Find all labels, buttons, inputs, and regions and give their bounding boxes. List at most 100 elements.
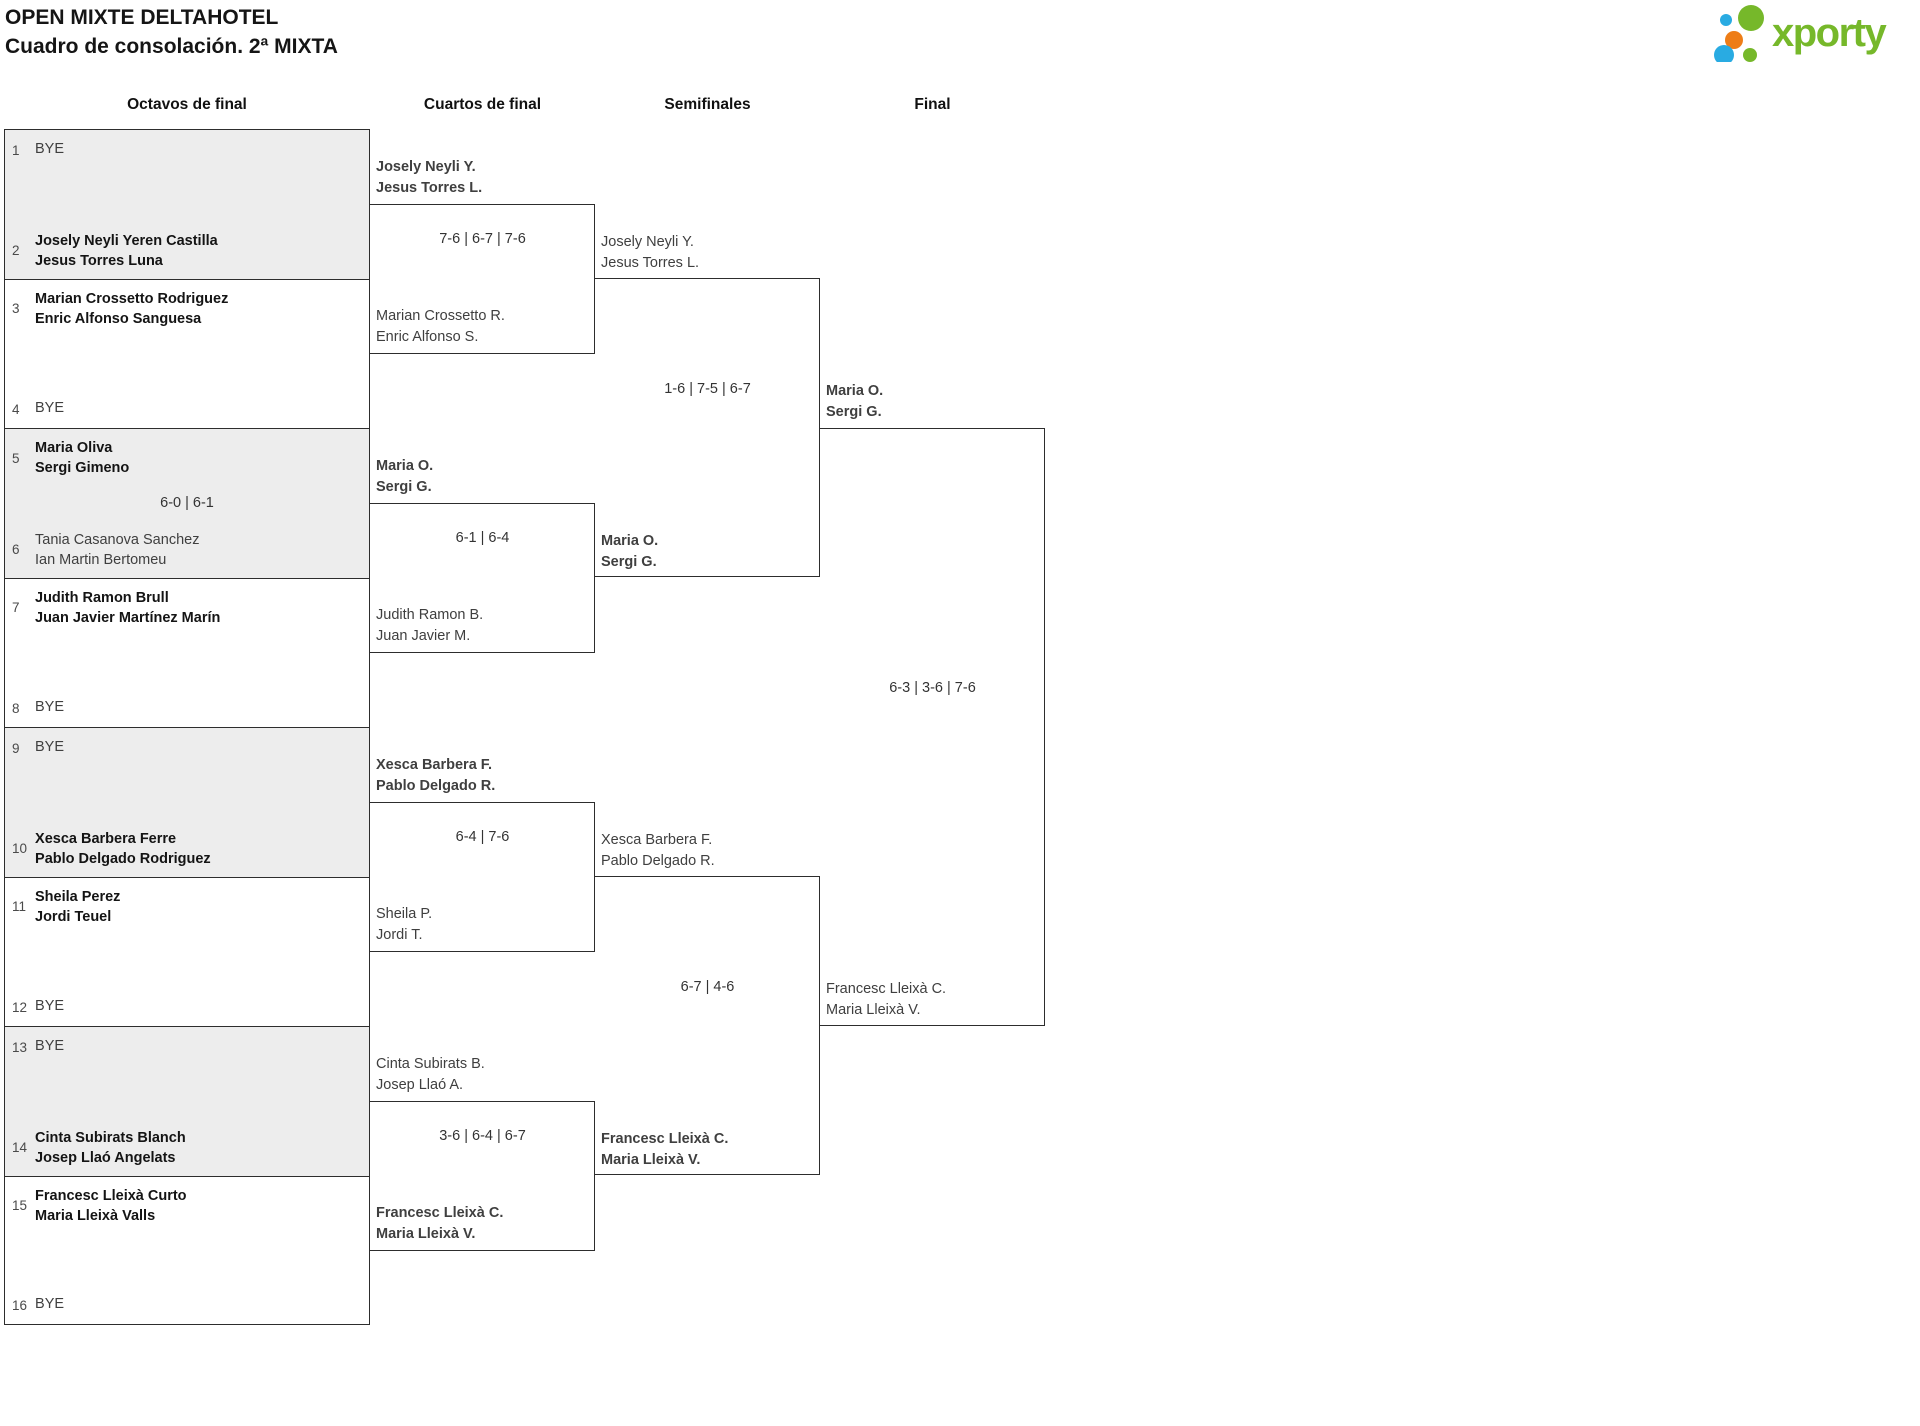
team-name-line: Maria Lleixà V. — [601, 1152, 701, 1168]
r16-match-box-7: 13 BYE 14 Cinta Subirats Blanch Josep Ll… — [4, 1026, 370, 1176]
team-name-line: Xesca Barbera Ferre — [35, 830, 177, 847]
team-names: Francesc Lleixà Curto Maria Lleixà Valls — [35, 1186, 187, 1226]
qf2-bottom-team: Judith Ramon B. Juan Javier M. — [376, 605, 483, 647]
qf2-top-team: Maria O. Sergi G. — [376, 456, 433, 498]
sf2-top-team: Xesca Barbera F. Pablo Delgado R. — [601, 830, 715, 872]
team-name-line: Pablo Delgado R. — [601, 853, 715, 869]
team-names: Sheila Perez Jordi Teuel — [35, 887, 120, 927]
team-name-line: BYE — [35, 998, 65, 1014]
bracket-slot-5: 5 Maria Oliva Sergi Gimeno — [12, 438, 363, 478]
team-names: BYE — [35, 1294, 64, 1316]
team-names: BYE — [35, 1036, 64, 1058]
qf1-score: 7-6 | 6-7 | 7-6 — [439, 231, 526, 247]
team-name-line: Jordi Teuel — [35, 908, 112, 925]
round-header-cuartos: Cuartos de final — [423, 96, 542, 113]
team-names: BYE — [35, 996, 64, 1018]
team-names: Xesca Barbera Ferre Pablo Delgado Rodrig… — [35, 829, 211, 869]
slot-number: 7 — [12, 600, 20, 615]
team-name-line — [35, 757, 64, 759]
team-names: BYE — [35, 737, 64, 759]
bracket-slot-8: 8 BYE — [12, 697, 363, 719]
bracket-slot-15: 15 Francesc Lleixà Curto Maria Lleixà Va… — [12, 1186, 363, 1226]
sf2-score: 6-7 | 4-6 — [680, 979, 735, 995]
team-name-line: Cinta Subirats Blanch — [35, 1129, 186, 1146]
qf-connector-4 — [370, 1101, 595, 1251]
team-names: Cinta Subirats Blanch Josep Llaó Angelat… — [35, 1128, 186, 1168]
bracket-slot-16: 16 BYE — [12, 1294, 363, 1316]
team-name-line: Pablo Delgado R. — [376, 778, 496, 794]
r16-match-box-3: 5 Maria Oliva Sergi Gimeno 6-0 | 6-1 6 T… — [4, 428, 370, 578]
r16-match-box-8: 15 Francesc Lleixà Curto Maria Lleixà Va… — [4, 1175, 370, 1325]
qf4-bottom-team: Francesc Lleixà C. Maria Lleixà V. — [376, 1203, 503, 1245]
team-name-line — [35, 1314, 64, 1316]
slot-number: 12 — [12, 999, 28, 1015]
qf-connector-1 — [370, 204, 595, 354]
qf-connector-2 — [370, 503, 595, 653]
team-name-line: Jesus Torres L. — [601, 255, 700, 271]
round-header-octavos: Octavos de final — [127, 96, 247, 113]
team-name-line: Juan Javier M. — [376, 628, 471, 644]
team-name-line: Judith Ramon B. — [376, 607, 484, 623]
logo-text: xporty — [1772, 11, 1887, 55]
team-names: Tania Casanova Sanchez Ian Martin Bertom… — [35, 530, 199, 570]
team-name-line: Sheila Perez — [35, 888, 121, 905]
slot-number: 11 — [12, 899, 27, 914]
final-top-team: Maria O. Sergi G. — [826, 381, 883, 423]
team-name-line: Josely Neyli Y. — [601, 234, 694, 250]
xporty-logo[interactable]: xporty — [1712, 4, 1887, 62]
bracket-slot-1: 1 BYE — [12, 139, 363, 161]
team-name-line: Xesca Barbera F. — [376, 757, 493, 773]
sf-connector-2 — [595, 876, 820, 1175]
r16-column: 1 BYE 2 Josely Neyli Yeren Castilla Jesu… — [4, 129, 370, 1325]
team-name-line: Cinta Subirats B. — [376, 1056, 485, 1072]
team-name-line: Jordi T. — [376, 927, 423, 943]
team-name-line: Juan Javier Martínez Marín — [35, 609, 221, 626]
team-names: Josely Neyli Yeren Castilla Jesus Torres… — [35, 231, 218, 271]
slot-number: 13 — [12, 1039, 28, 1055]
qf-connector-3 — [370, 802, 595, 952]
sf-connector-1 — [595, 278, 820, 577]
team-name-line: Pablo Delgado Rodriguez — [35, 850, 211, 867]
bracket-slot-9: 9 BYE — [12, 737, 363, 759]
slot-number: 15 — [12, 1198, 28, 1213]
r16-match-box-4: 7 Judith Ramon Brull Juan Javier Martíne… — [4, 577, 370, 727]
qf2-score: 6-1 | 6-4 — [455, 530, 510, 546]
bracket-slot-14: 14 Cinta Subirats Blanch Josep Llaó Ange… — [12, 1128, 363, 1168]
qf3-score: 6-4 | 7-6 — [455, 829, 510, 845]
team-name-line: BYE — [35, 1038, 65, 1054]
team-name-line: Ian Martin Bertomeu — [35, 551, 167, 568]
match-score: 6-0 | 6-1 — [160, 495, 214, 512]
team-names: BYE — [35, 697, 64, 719]
team-name-line: Sergi Gimeno — [35, 460, 130, 476]
team-name-line: Sergi G. — [601, 554, 657, 570]
team-name-line: BYE — [35, 1296, 65, 1312]
qf4-top-team: Cinta Subirats B. Josep Llaó A. — [376, 1054, 485, 1096]
team-name-line: Maria O. — [826, 383, 884, 399]
team-name-line: Maria O. — [376, 458, 434, 474]
qf3-top-team: Xesca Barbera F. Pablo Delgado R. — [376, 755, 495, 797]
team-name-line: Tania Casanova Sanchez — [35, 531, 200, 548]
bracket-slot-10: 10 Xesca Barbera Ferre Pablo Delgado Rod… — [12, 829, 363, 869]
team-name-line: Maria Lleixà Valls — [35, 1207, 156, 1224]
slot-number: 14 — [12, 1140, 28, 1155]
qf3-bottom-team: Sheila P. Jordi T. — [376, 904, 432, 946]
r16-match-box-6: 11 Sheila Perez Jordi Teuel 12 BYE — [4, 876, 370, 1026]
slot-number: 10 — [12, 841, 28, 856]
r16-match-box-1: 1 BYE 2 Josely Neyli Yeren Castilla Jesu… — [4, 129, 370, 279]
team-name-line: Jesus Torres Luna — [35, 252, 163, 269]
slot-number: 1 — [12, 142, 20, 158]
slot-number: 5 — [12, 450, 20, 466]
team-name-line — [35, 159, 64, 161]
bracket-slot-4: 4 BYE — [12, 398, 363, 420]
bracket-slot-2: 2 Josely Neyli Yeren Castilla Jesus Torr… — [12, 231, 363, 271]
team-name-line: BYE — [35, 141, 65, 157]
team-name-line: Marian Crossetto Rodriguez — [35, 290, 229, 307]
team-name-line: BYE — [35, 739, 65, 755]
bracket-slot-12: 12 BYE — [12, 996, 363, 1018]
team-name-line: Enric Alfonso Sanguesa — [35, 310, 202, 327]
team-name-line: Francesc Lleixà C. — [826, 981, 947, 997]
slot-number: 3 — [12, 301, 20, 316]
team-name-line: Judith Ramon Brull — [35, 589, 169, 606]
team-name-line: Xesca Barbera F. — [601, 832, 713, 848]
